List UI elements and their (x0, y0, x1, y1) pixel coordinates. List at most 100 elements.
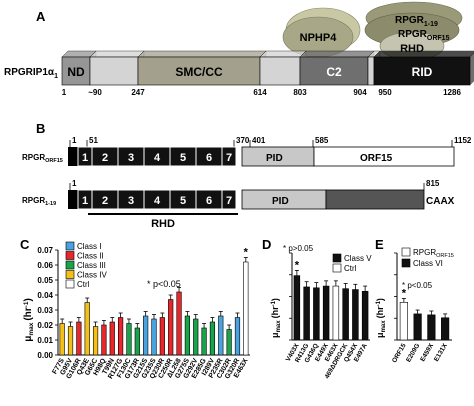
legend-swatch (332, 253, 342, 263)
domain-top-face (89, 50, 145, 58)
orf15-pid-label: PID (266, 153, 283, 164)
bar (342, 288, 349, 341)
rpgrip1-label: RPGRIP1α1 (4, 67, 58, 80)
bar (313, 287, 320, 341)
bar (243, 261, 249, 356)
legend-label: Class IV (77, 271, 107, 280)
bar (143, 315, 149, 356)
rpgr119-position: 1 (72, 179, 77, 188)
domain-top-face (137, 50, 267, 58)
domain-label: SMC/CC (175, 65, 223, 79)
domain-position: 950 (378, 88, 392, 97)
panel-c-chart: 0.000.010.020.030.040.050.060.07F77SG95V… (37, 246, 250, 380)
rcc-block-label: 3 (128, 195, 134, 207)
rcc-block-label: 6 (206, 195, 212, 207)
legend-label: RPGRORF15 (413, 248, 454, 259)
panel-d-chart: *V403XR413GG436QE449XE463X469ΔDRGCKQ454X… (285, 252, 370, 380)
rcc-block-label: 1 (82, 195, 88, 207)
bar (76, 321, 82, 356)
legend-label: Class III (77, 261, 106, 270)
legend-swatch (65, 279, 75, 289)
bar (441, 317, 450, 341)
domain-segment (367, 56, 375, 86)
bar (303, 286, 310, 341)
domain-label: RID (412, 65, 433, 79)
rpgr1-19-label: RPGR1-19 (395, 15, 438, 28)
legend-swatch (401, 247, 411, 257)
bar (184, 315, 190, 356)
rcc-block-label: 5 (180, 195, 186, 207)
bar (92, 326, 99, 356)
panel-e-ylabel: μmax(hr-1) (375, 298, 387, 338)
bar (201, 327, 207, 356)
bar (234, 317, 241, 356)
orf15-position: 370 (236, 136, 250, 145)
bar (84, 302, 90, 356)
bar (226, 329, 232, 356)
bar (322, 285, 330, 341)
domain-segment (89, 56, 139, 86)
bar (118, 317, 124, 356)
domain-top-face (299, 50, 375, 58)
panel-a-letter: A (36, 9, 46, 24)
legend-label: Class VI (413, 259, 443, 268)
rcc-block (221, 189, 237, 210)
orf15-position: 51 (89, 136, 98, 145)
domain-position: ~90 (88, 88, 102, 97)
panel-d-star-note: * p>0.05 (283, 244, 314, 253)
legend-label: Class V (344, 254, 372, 263)
legend-label: Class II (77, 252, 104, 261)
legend-label: Class I (77, 242, 101, 251)
orf15-position: 1 (72, 136, 77, 145)
domain-position: 904 (353, 88, 367, 97)
rpgr119-isoform-label: RPGR1-19 (22, 196, 56, 207)
domain-label: ND (67, 65, 85, 79)
significance-star: * (402, 287, 407, 299)
domain-position: 803 (293, 88, 307, 97)
significance-star: * (244, 247, 249, 259)
panel-e-star-note: * p<0.05 (402, 281, 433, 290)
bar (151, 318, 157, 356)
rpgr119-position: 815 (426, 179, 440, 188)
y-tick-label: 0.03 (37, 306, 53, 315)
rcc-block-label: 4 (154, 195, 161, 207)
x-tick-label: E209G (405, 343, 421, 364)
orf15-isoform-label: RPGRORF15 (22, 153, 63, 164)
bar (399, 301, 408, 341)
y-tick-label: 0.02 (37, 321, 53, 330)
bar (352, 289, 359, 341)
rhd-span-label: RHD (151, 218, 175, 230)
panel-c-star-note: * p<0.05 (147, 279, 181, 289)
bar (218, 315, 224, 356)
rpgr119-nterm (68, 190, 72, 209)
rcc-block-label: 7 (226, 152, 232, 164)
rcc-block-label: 7 (226, 195, 232, 207)
orf15-position: 1152 (454, 136, 472, 145)
domain-top-face (373, 50, 474, 58)
bar (361, 290, 369, 341)
domain-segment (373, 56, 471, 86)
y-tick-label: 0.00 (37, 351, 53, 360)
y-tick-label: 0.07 (37, 246, 53, 255)
bar (67, 326, 74, 356)
panel-e-letter: E (375, 237, 384, 252)
panel-b-letter: B (36, 121, 45, 136)
domain-segment (299, 56, 369, 86)
bar (427, 314, 436, 341)
domain-top-face (259, 50, 307, 58)
panel-d-ylabel: μmax(hr-1) (270, 298, 282, 338)
legend-swatch (65, 270, 75, 279)
bar (101, 324, 107, 356)
bar (168, 299, 174, 356)
